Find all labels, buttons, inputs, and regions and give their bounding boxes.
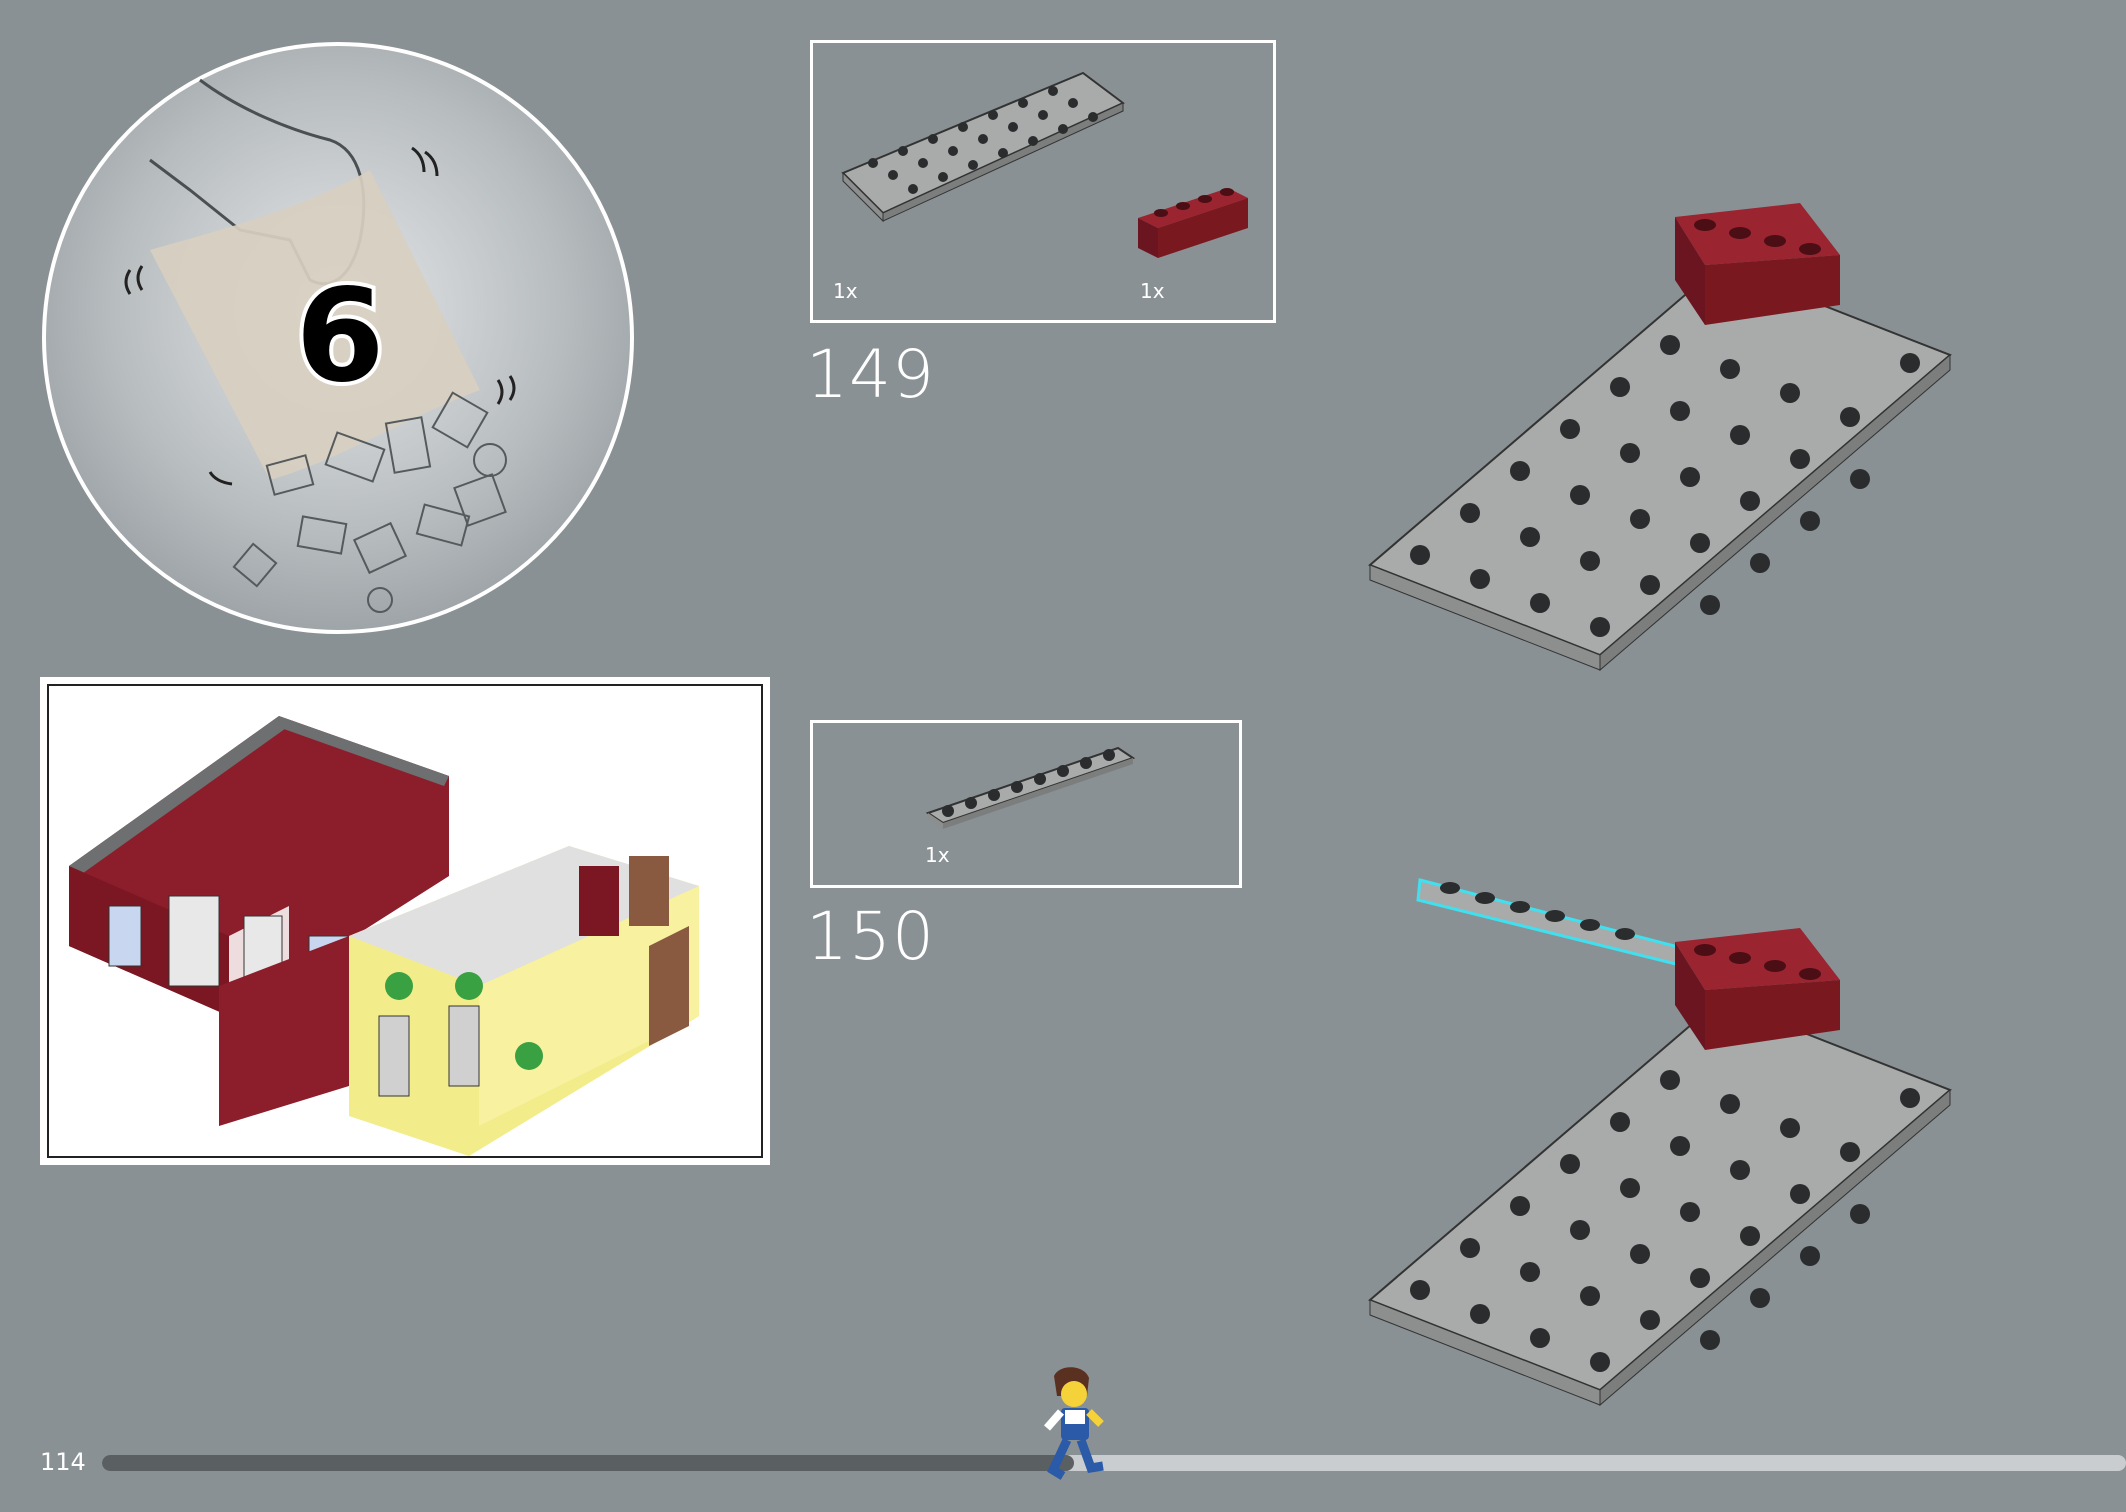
bag-illustration: 6 xyxy=(42,42,634,634)
bag-callout: 6 xyxy=(40,40,636,636)
part-qty: 1x xyxy=(833,279,858,303)
new-part-highlight xyxy=(1416,878,1703,973)
dark-red-brick-1x4-icon xyxy=(1138,188,1248,258)
gray-plate-6x12-icon xyxy=(841,71,1125,223)
page-number: 114 xyxy=(40,1448,86,1476)
model-preview xyxy=(40,677,770,1165)
minifigure-runner-icon xyxy=(1043,1367,1104,1480)
paper-bag-icon xyxy=(150,170,480,480)
building-preview-icon xyxy=(69,716,699,1156)
part-qty: 1x xyxy=(1140,279,1165,303)
parts-list-149: 1x 1x xyxy=(810,40,1276,323)
parts-list-150: 1x xyxy=(810,720,1242,888)
progress-bar-fill xyxy=(102,1455,1074,1471)
part-qty: 1x xyxy=(925,843,950,867)
step-150-build-icon xyxy=(1368,878,1952,1407)
step-149-build-icon xyxy=(1368,203,1952,672)
gray-plate-1x8-icon xyxy=(925,746,1136,829)
step-number-149: 149 xyxy=(806,336,935,413)
falling-bricks-icon xyxy=(232,391,507,613)
step-number-150: 150 xyxy=(806,898,935,975)
bag-number: 6 xyxy=(295,262,384,411)
